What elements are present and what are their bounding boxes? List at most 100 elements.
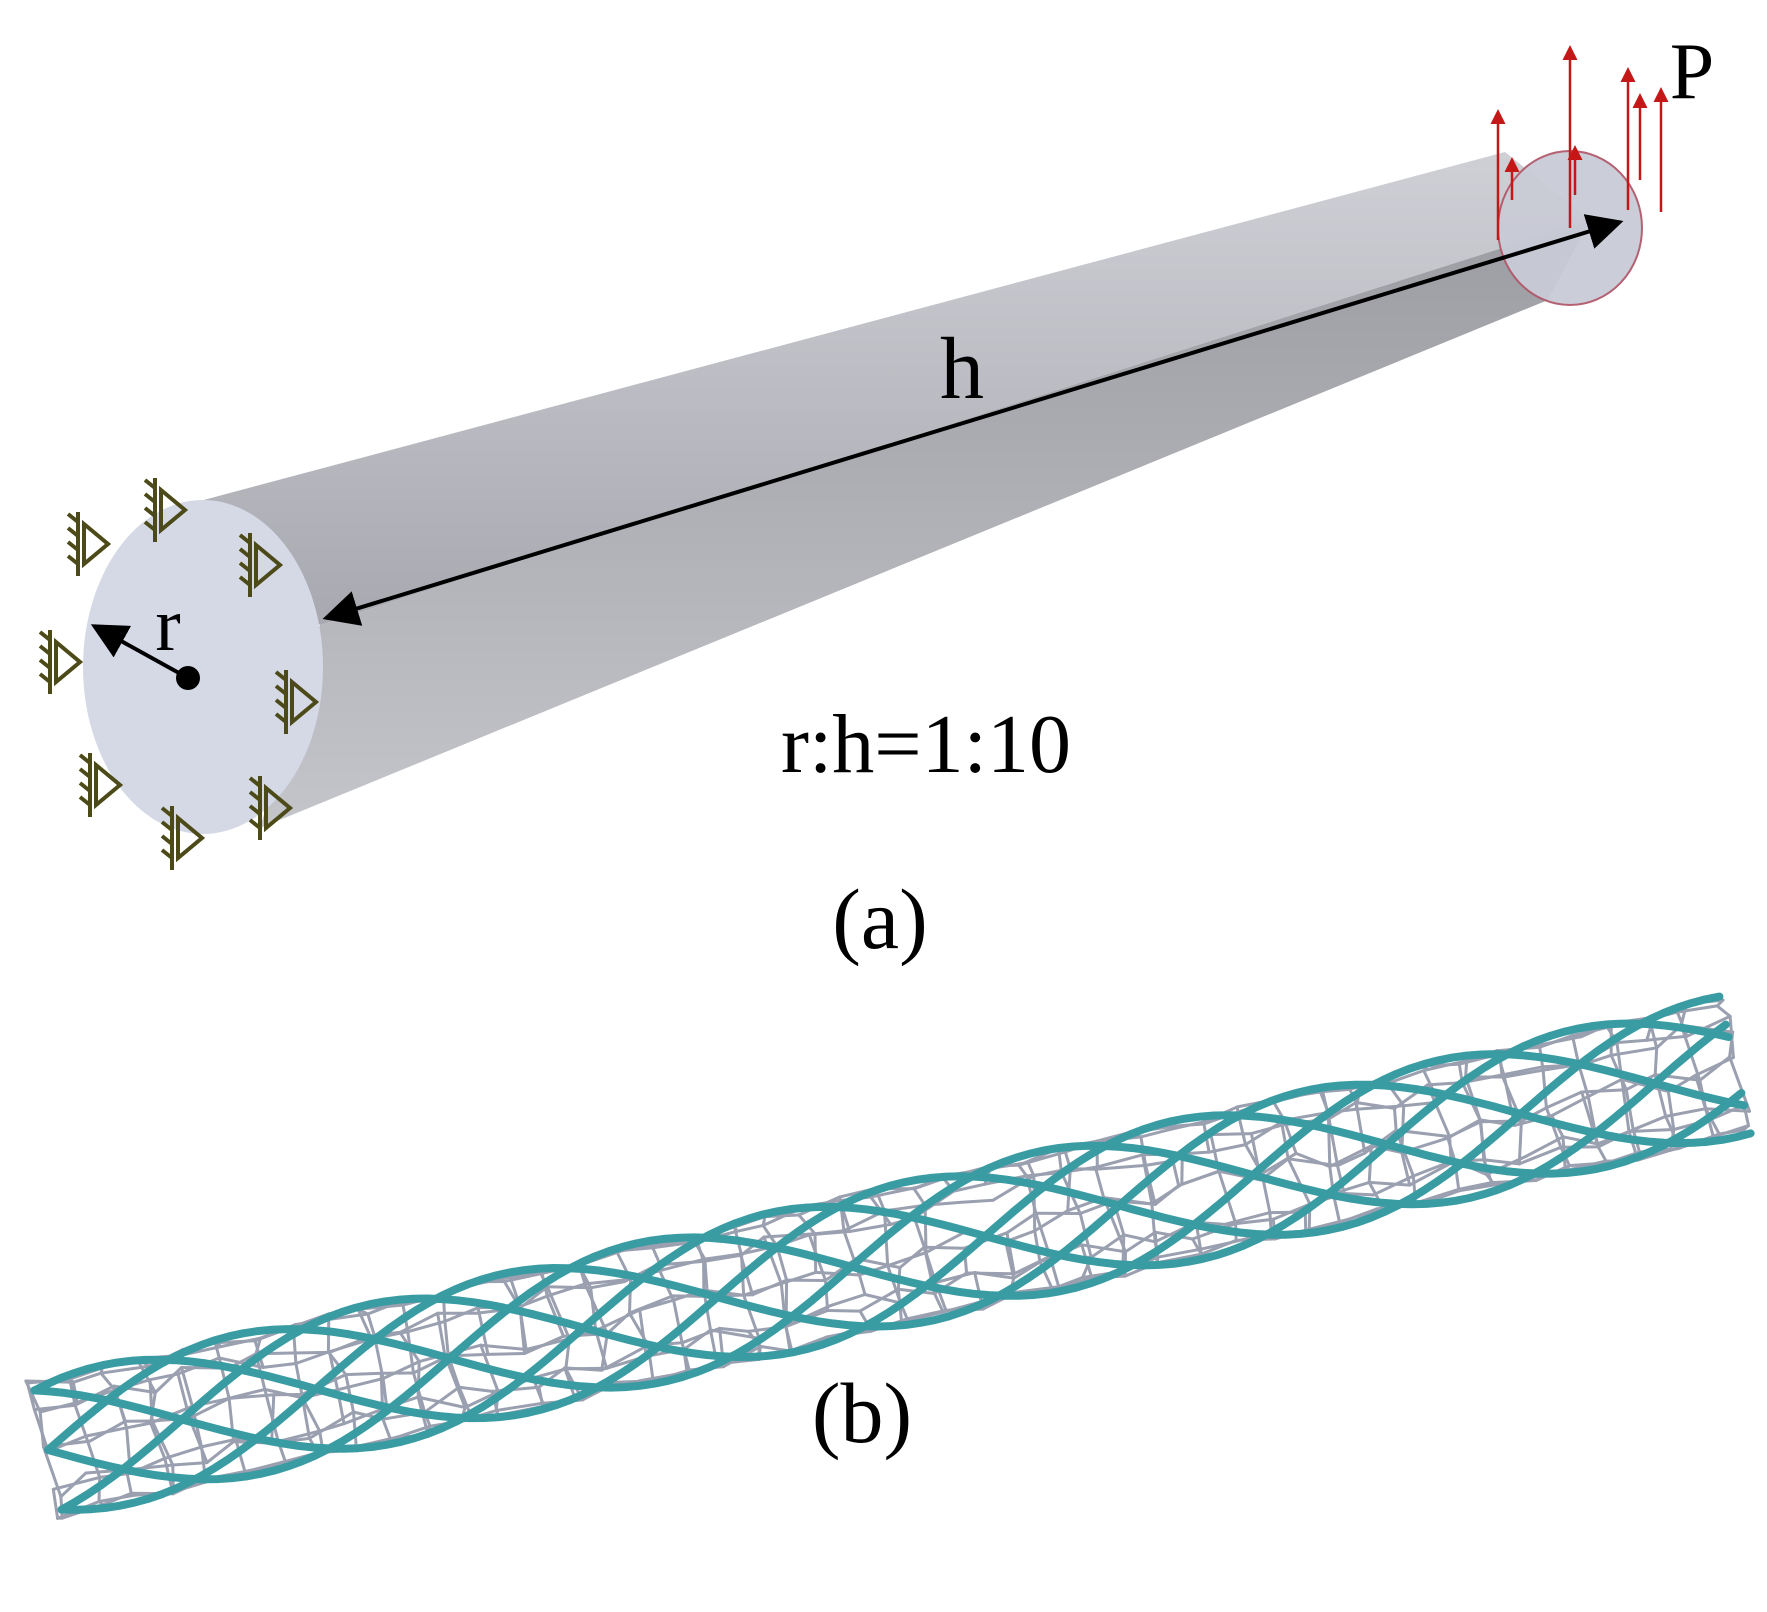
- lattice-strut: [1704, 1107, 1751, 1113]
- lattice-strut: [423, 1385, 461, 1414]
- lattice-strut: [1338, 1207, 1385, 1224]
- lattice-strut: [1199, 1241, 1233, 1251]
- lattice-strut: [294, 1362, 304, 1396]
- lattice-strut: [638, 1308, 648, 1358]
- lattice-strut: [1393, 1106, 1398, 1132]
- lattice-strut: [1094, 1167, 1106, 1200]
- lattice-strut: [1321, 1087, 1352, 1094]
- lattice-strut: [1400, 1151, 1412, 1187]
- lattice-strut: [912, 1216, 926, 1249]
- lattice-structure: (b): [24, 992, 1755, 1520]
- support-symbol: [248, 776, 294, 840]
- lattice-strut: [412, 1371, 427, 1414]
- lattice-strut: [956, 1198, 995, 1204]
- lattice-strut: [59, 1471, 88, 1499]
- lattice-strut: [1171, 1159, 1181, 1188]
- lattice-strut: [813, 1229, 846, 1236]
- lattice-strut: [1408, 1159, 1457, 1187]
- lattice-strut: [923, 1203, 928, 1255]
- lattice-strut: [735, 1224, 765, 1233]
- lattice-strut: [1094, 1163, 1148, 1171]
- lattice-strut: [952, 1182, 987, 1193]
- lattice-strut: [1156, 1247, 1203, 1259]
- lattice-strut: [583, 1277, 633, 1286]
- lattice-strut: [436, 1311, 447, 1357]
- lattice-strut: [88, 1419, 127, 1443]
- lattice-strut: [1550, 1095, 1590, 1118]
- lattice-strut: [680, 1341, 691, 1372]
- lattice-strut: [1342, 1192, 1375, 1197]
- lattice-strut: [1294, 1151, 1332, 1169]
- lattice-strut: [1150, 1202, 1157, 1244]
- lattice-strut: [479, 1343, 528, 1351]
- lattice-strut: [1124, 1230, 1157, 1254]
- support-symbol: [274, 670, 320, 734]
- lattice-strut: [1280, 1123, 1290, 1161]
- lattice-strut: [1457, 1181, 1494, 1191]
- lattice-strut: [1004, 1240, 1016, 1280]
- lattice-strut: [150, 1419, 175, 1467]
- lattice-strut: [857, 1273, 867, 1296]
- lattice-strut: [898, 1245, 926, 1270]
- lattice-strut: [356, 1307, 373, 1341]
- lattice-strut: [125, 1421, 153, 1430]
- radius-label: r: [155, 583, 180, 667]
- lattice-strut: [276, 1429, 322, 1443]
- lattice-helix: [44, 1020, 1730, 1454]
- lattice-strut: [32, 1403, 77, 1412]
- lattice-strut: [1367, 1180, 1412, 1187]
- lattice-strut: [671, 1294, 684, 1345]
- lattice-strut: [1286, 1157, 1312, 1206]
- lattice-strut: [1707, 1118, 1715, 1139]
- lattice-strut: [518, 1285, 549, 1310]
- lattice-thick-struts: [30, 992, 1755, 1514]
- lattice-strut: [336, 1377, 385, 1392]
- lattice-strut: [366, 1302, 395, 1316]
- lattice-strut: [416, 1395, 467, 1409]
- lattice-strut: [1485, 1173, 1497, 1187]
- lattice-strut: [443, 1319, 450, 1358]
- lattice-strut: [457, 1385, 494, 1393]
- lattice-strut: [42, 1445, 63, 1499]
- lattice-strut: [545, 1282, 587, 1298]
- lattice-strut: [213, 1341, 221, 1360]
- lattice-strut: [51, 1487, 60, 1520]
- lattice-strut: [1627, 1128, 1676, 1133]
- lattice-strut: [366, 1312, 376, 1337]
- lattice-strut: [1715, 1004, 1732, 1018]
- lattice-strut: [718, 1326, 750, 1333]
- lattice-strut: [163, 1445, 203, 1460]
- lattice-strut: [205, 1440, 236, 1465]
- lattice-strut: [171, 1461, 209, 1467]
- lattice-strut: [1446, 1136, 1457, 1163]
- lattice-strut: [219, 1336, 262, 1348]
- lattice-strut: [1517, 1119, 1523, 1166]
- lattice-strut: [101, 1491, 133, 1507]
- lattice-strut: [254, 1336, 262, 1356]
- lattice-strut: [600, 1343, 650, 1372]
- lattice-strut: [1609, 1046, 1659, 1057]
- lattice-strut: [249, 1460, 283, 1472]
- lattice-strut: [502, 1272, 543, 1283]
- lattice-strut: [1354, 1101, 1367, 1155]
- lattice-strut: [784, 1325, 792, 1353]
- lattice-strut: [1095, 1153, 1145, 1169]
- load-label: P: [1670, 28, 1715, 116]
- lattice-strut: [25, 1381, 36, 1412]
- lattice-strut: [1336, 1151, 1367, 1168]
- lattice-strut: [290, 1350, 332, 1355]
- lattice-strut: [1694, 1056, 1735, 1077]
- lattice-strut: [1167, 1120, 1205, 1132]
- lattice-strut: [1150, 1182, 1184, 1206]
- lattice-strut: [922, 1245, 966, 1250]
- lattice-strut: [628, 1294, 675, 1315]
- lattice-strut: [1457, 1183, 1497, 1193]
- lattice-strut: [1541, 1065, 1548, 1110]
- load-arrows: [1490, 45, 1669, 240]
- lattice-strut: [1209, 1132, 1253, 1137]
- lattice-strut: [153, 1366, 183, 1394]
- caption-a: (a): [832, 871, 927, 967]
- lattice-strut: [494, 1401, 545, 1412]
- lattice-strut: [1260, 1151, 1298, 1176]
